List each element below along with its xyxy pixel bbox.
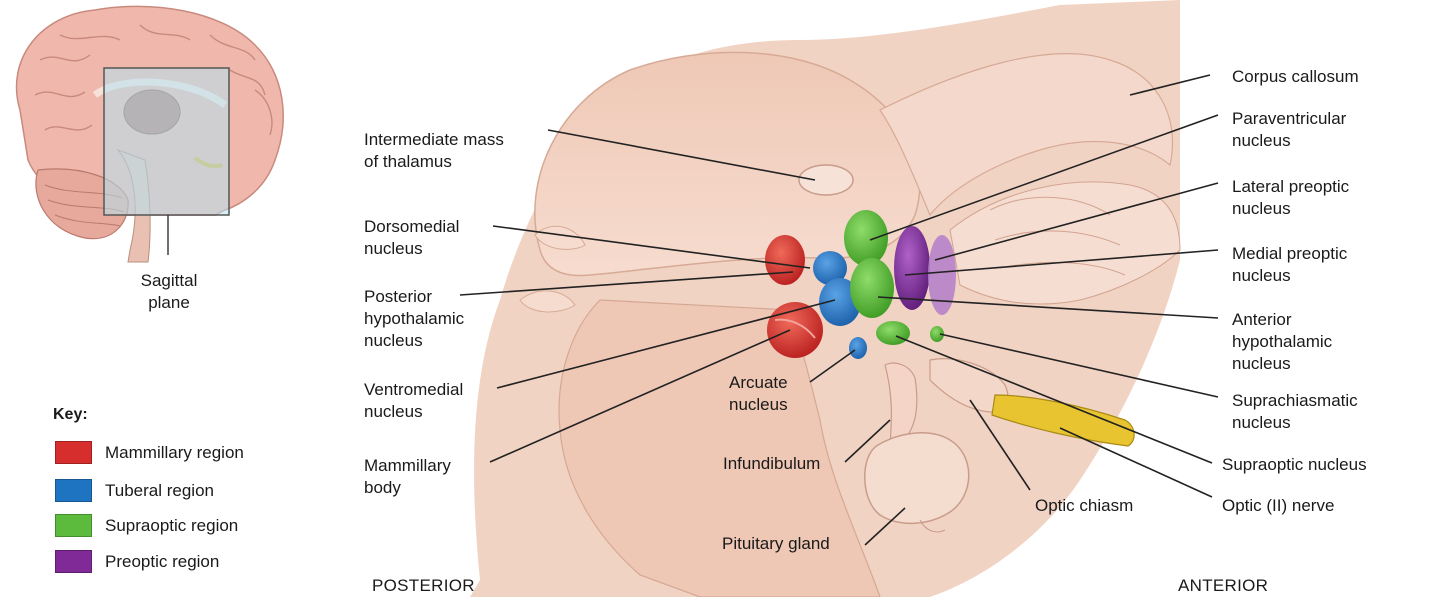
anterior-label: ANTERIOR <box>1178 576 1268 596</box>
corpus-callosum-label: Corpus callosum <box>1232 66 1359 88</box>
paraventricular-label: Paraventricular nucleus <box>1232 108 1346 152</box>
key-item-preoptic: Preoptic region <box>55 550 219 573</box>
key-item-supraoptic: Supraoptic region <box>55 514 238 537</box>
preoptic-swatch <box>55 550 92 573</box>
key-item-label: Tuberal region <box>105 481 214 501</box>
posterior-hypothalamic-label: Posterior hypothalamic nucleus <box>364 286 464 352</box>
optic-nerve-label: Optic (II) nerve <box>1222 495 1334 517</box>
inset-plane-box <box>104 68 229 215</box>
lateral-preoptic-label: Lateral preoptic nucleus <box>1232 176 1349 220</box>
infundibulum-label: Infundibulum <box>723 453 820 475</box>
posterior-hypothalamic-nucleus-shape <box>765 235 805 285</box>
inset-brain <box>17 6 284 262</box>
supraoptic-label: Supraoptic nucleus <box>1222 454 1367 476</box>
supraoptic-nucleus-shape <box>876 321 910 345</box>
supraoptic-swatch <box>55 514 92 537</box>
intermediate-mass-label: Intermediate mass of thalamus <box>364 129 504 173</box>
posterior-label: POSTERIOR <box>372 576 475 596</box>
dorsomedial-label: Dorsomedial nucleus <box>364 216 459 260</box>
paraventricular-nucleus-shape <box>844 210 888 266</box>
anterior-hypothalamic-nucleus-shape <box>850 258 894 318</box>
lateral-preoptic-nucleus-shape <box>928 235 956 315</box>
ventromedial-label: Ventromedial nucleus <box>364 379 463 423</box>
medial-preoptic-label: Medial preoptic nucleus <box>1232 243 1347 287</box>
mammillary-body-label: Mammillary body <box>364 455 451 499</box>
key-item-label: Supraoptic region <box>105 516 238 536</box>
pituitary-shape <box>865 433 969 524</box>
key-item-mammillary: Mammillary region <box>55 441 244 464</box>
key-item-tuberal: Tuberal region <box>55 479 214 502</box>
anterior-hypothalamic-label: Anterior hypothalamic nucleus <box>1232 309 1332 375</box>
tuberal-swatch <box>55 479 92 502</box>
key-item-label: Mammillary region <box>105 443 244 463</box>
arcuate-nucleus-shape <box>849 337 867 359</box>
mammillary-swatch <box>55 441 92 464</box>
optic-chiasm-label: Optic chiasm <box>1035 495 1133 517</box>
suprachiasmatic-label: Suprachiasmatic nucleus <box>1232 390 1358 434</box>
medial-preoptic-nucleus-shape <box>894 226 930 310</box>
arcuate-label: Arcuate nucleus <box>729 372 788 416</box>
key-item-label: Preoptic region <box>105 552 219 572</box>
key-title: Key: <box>53 406 88 424</box>
sagittal-plane-label: Sagittal plane <box>124 270 214 314</box>
intermediate-mass-shape <box>799 165 853 195</box>
pituitary-label: Pituitary gland <box>722 533 830 555</box>
